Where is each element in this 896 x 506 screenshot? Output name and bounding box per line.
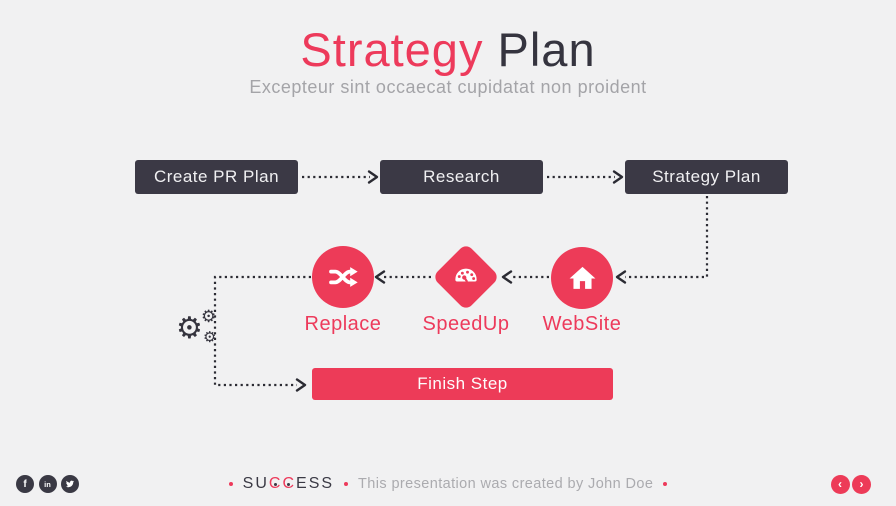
flow-label-website: WebSite — [542, 313, 622, 335]
flow-box-create-pr-plan: Create PR Plan — [135, 160, 298, 194]
linkedin-icon: in — [44, 479, 51, 489]
logo-text: SU — [242, 475, 269, 492]
flow-box-research: Research — [380, 160, 543, 194]
flow-box-label: Create PR Plan — [153, 167, 280, 186]
logo-text: ESS — [296, 475, 335, 492]
gear-glyph-large: ⚙ — [176, 312, 203, 345]
twitter-button[interactable] — [61, 475, 79, 493]
home-icon — [551, 247, 613, 309]
flow-box-strategy-plan: Strategy Plan — [625, 160, 788, 194]
bullet-dot — [663, 482, 668, 486]
facebook-icon: f — [23, 478, 27, 490]
social-links: f in — [16, 475, 79, 493]
flow-label-speedup: SpeedUp — [422, 313, 510, 335]
chevron-left-icon: ‹ — [838, 477, 842, 491]
flow-box-label: Strategy Plan — [652, 167, 761, 186]
logo-c: C — [282, 475, 297, 492]
bullet-dot — [228, 482, 233, 486]
slide-nav: ‹ › — [830, 475, 871, 494]
logo-c: C — [268, 475, 283, 492]
next-button[interactable]: › — [852, 475, 871, 494]
flow-node-website — [551, 247, 613, 309]
flow-box-label: Research — [423, 167, 500, 186]
title-accent: Strategy — [300, 23, 484, 76]
title-rest: Plan — [483, 23, 596, 76]
chevron-right-icon: › — [859, 477, 864, 491]
gear-glyph-small: ⚙ — [203, 329, 217, 346]
flow-node-speedup — [432, 243, 500, 311]
flow-label-replace: Replace — [304, 313, 382, 335]
subtitle: Excepteur sint occaecat cupidatat non pr… — [249, 77, 647, 97]
flow-node-replace — [312, 246, 374, 308]
twitter-icon — [65, 480, 75, 488]
speedometer-icon — [435, 246, 497, 308]
prev-button[interactable]: ‹ — [830, 475, 850, 494]
finish-step-label: Finish Step — [417, 374, 508, 393]
shuffle-icon — [312, 246, 374, 308]
gears-icon: ⚙ ⚙ ⚙ — [176, 306, 222, 354]
facebook-button[interactable]: f — [16, 475, 34, 493]
page-title: Strategy Plan — [0, 22, 896, 77]
linkedin-button[interactable]: in — [38, 475, 57, 493]
credit-text: This presentation was created by John Do… — [358, 476, 654, 492]
finish-step-bar: Finish Step — [312, 368, 613, 400]
bullet-dot — [344, 482, 349, 486]
gear-glyph-small: ⚙ — [201, 307, 217, 326]
